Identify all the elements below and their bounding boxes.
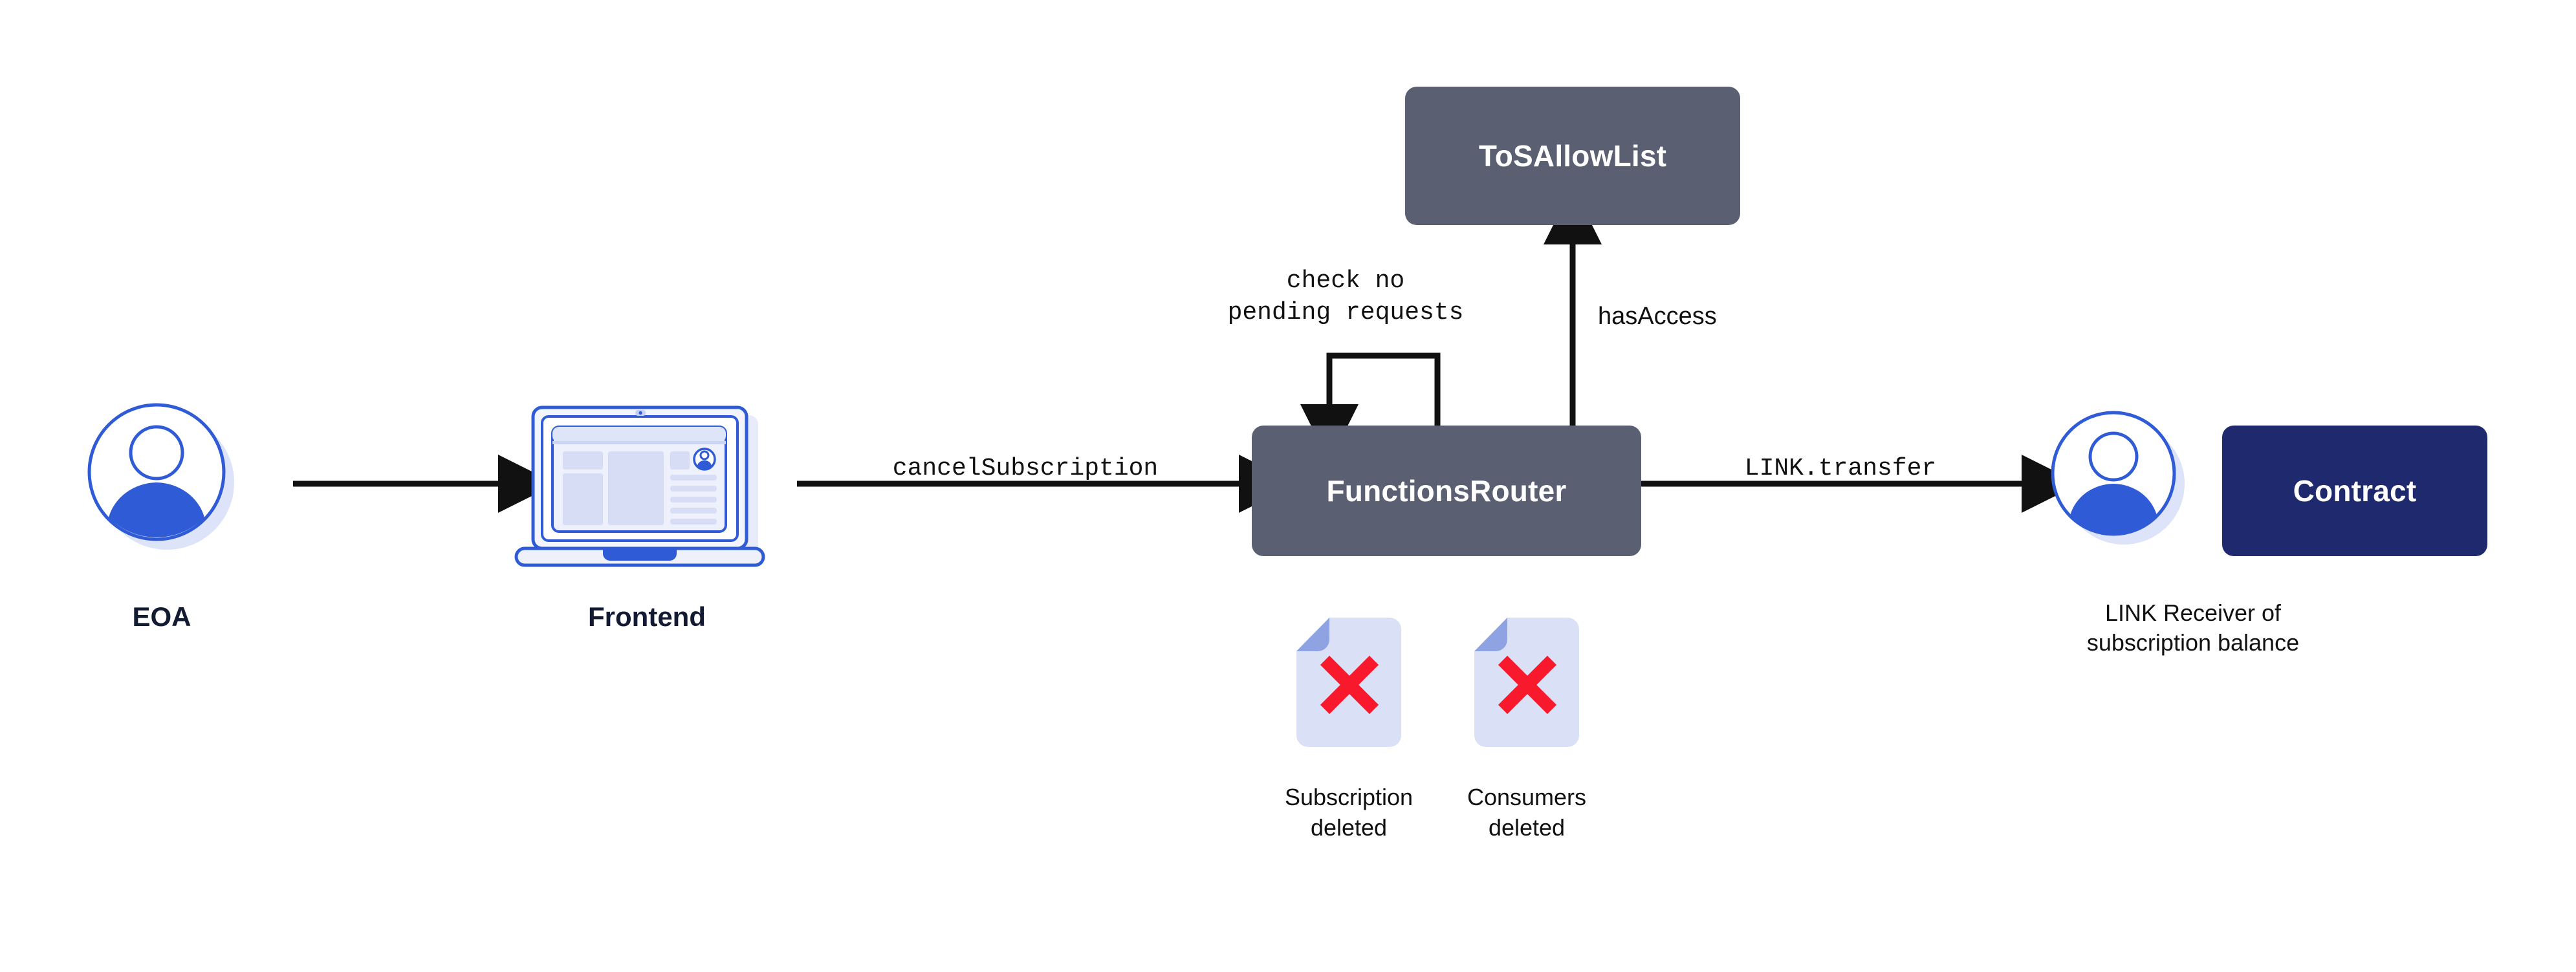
consumers-deleted-line-2: deleted: [1488, 814, 1566, 841]
link-receiver-label-line-2: subscription balance: [2086, 629, 2300, 656]
edge-label-check-no-pending-requests: check no pending requests: [1210, 265, 1481, 329]
subscription-deleted-line-2: deleted: [1310, 814, 1388, 841]
edge-label-has-access: hasAccess: [1598, 303, 1717, 330]
tos-allow-list-box[interactable]: ToSAllowList: [1405, 87, 1740, 225]
subscription-deleted-line-1: Subscription: [1284, 784, 1414, 810]
check-no-pending-line-1: check no: [1286, 267, 1405, 295]
eoa-label: EOA: [132, 601, 191, 632]
link-receiver-label: LINK Receiver of subscription balance: [2012, 598, 2374, 658]
subscription-deleted-label: Subscription deleted: [1268, 783, 1430, 843]
edge-label-cancel-subscription: cancelSubscription: [892, 455, 1159, 482]
contract-box[interactable]: Contract: [2222, 426, 2487, 556]
frontend-node[interactable]: [511, 401, 783, 582]
link-receiver-node[interactable]: [2047, 407, 2190, 550]
check-no-pending-line-2: pending requests: [1227, 299, 1464, 327]
link-receiver-label-line-1: LINK Receiver of: [2104, 599, 2282, 626]
functions-router-box[interactable]: FunctionsRouter: [1252, 426, 1641, 556]
consumers-deleted-line-1: Consumers: [1467, 784, 1587, 810]
edge-label-link-transfer: LINK.transfer: [1744, 455, 1937, 482]
subscription-deleted-artifact[interactable]: [1294, 618, 1404, 757]
consumers-deleted-label: Consumers deleted: [1446, 783, 1608, 843]
user-avatar-icon: [2051, 411, 2185, 545]
frontend-label: Frontend: [588, 601, 706, 632]
edge-router-self-loop: [1300, 352, 1441, 462]
laptop-icon: [514, 405, 765, 567]
consumers-deleted-artifact[interactable]: [1472, 618, 1582, 757]
user-avatar-icon: [87, 403, 234, 550]
document-deleted-icon: [1296, 618, 1401, 747]
document-deleted-icon: [1474, 618, 1579, 747]
eoa-node[interactable]: [84, 400, 239, 555]
